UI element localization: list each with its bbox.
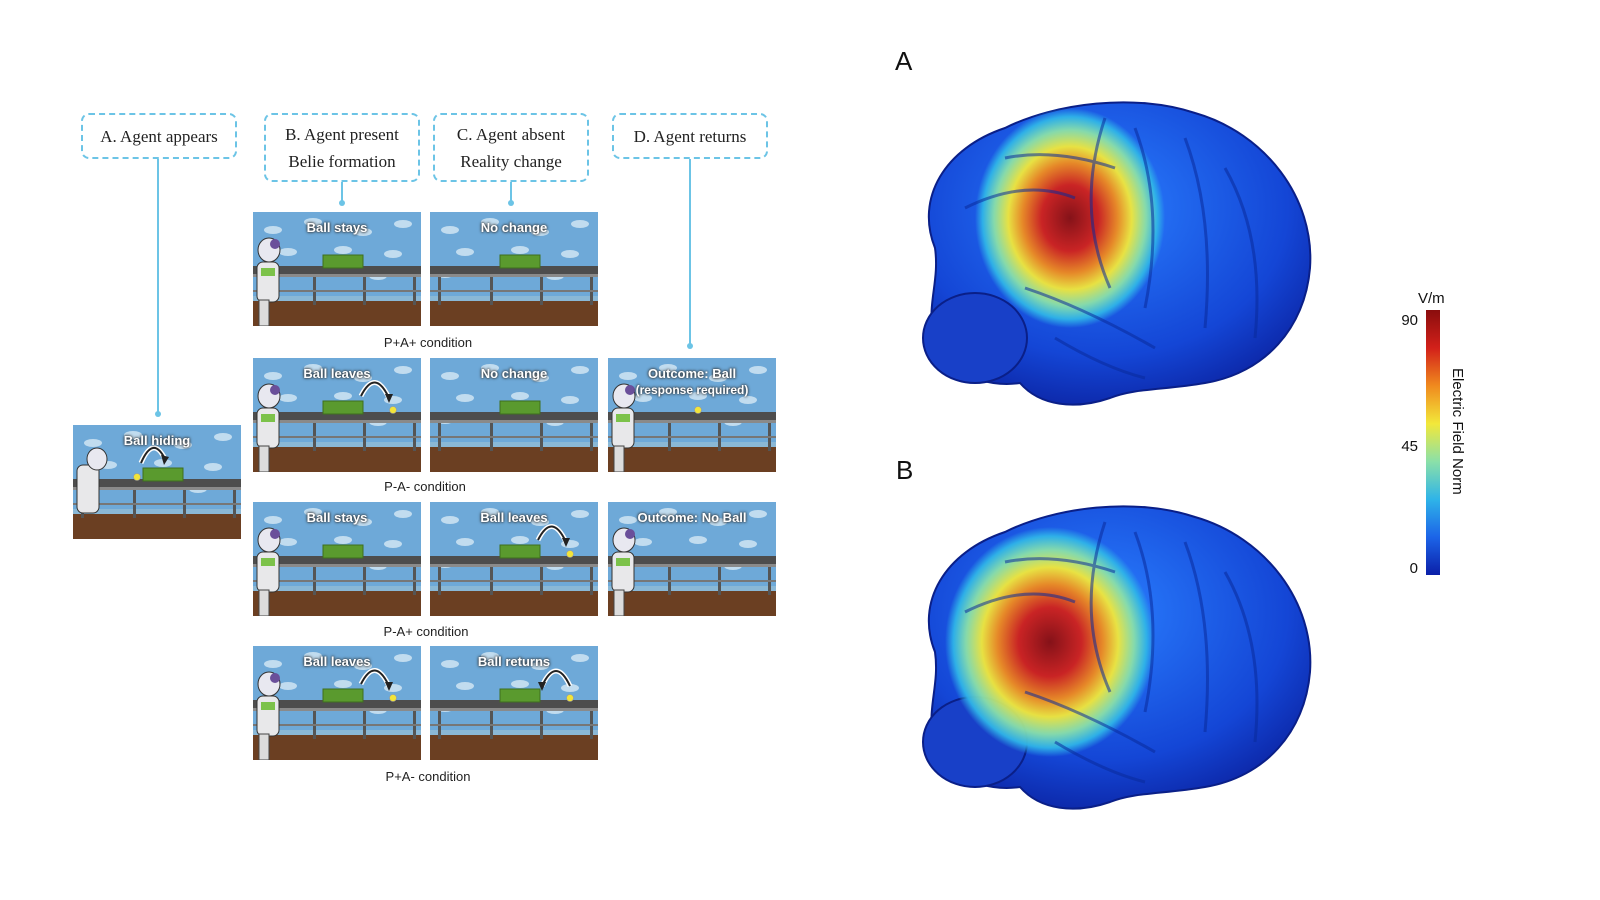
panel-r1-no-change: No change <box>430 212 598 326</box>
scene-illustration <box>253 652 421 760</box>
scene-illustration <box>253 364 421 472</box>
header-a-line1: A. Agent appears <box>100 126 218 146</box>
colorbar-tick-45: 45 <box>1401 438 1418 455</box>
panel-r3-ball-stays: Ball stays <box>253 502 421 616</box>
panel-r3-ball-leaves: Ball leaves <box>430 502 598 616</box>
header-c-line1: C. Agent absent <box>456 124 566 144</box>
header-b-line2: Belie formation <box>288 151 396 171</box>
panel-label: Ball leaves <box>303 654 371 669</box>
connector-c-dot <box>508 200 514 206</box>
colorbar-tick-0: 0 <box>1409 560 1418 577</box>
panel-label: No change <box>480 366 548 381</box>
panel-r3-outcome-no-ball: Outcome: No Ball <box>608 502 776 616</box>
connector-b <box>341 182 343 203</box>
brain-model-b <box>922 505 1312 810</box>
scene-illustration <box>430 508 598 616</box>
colorbar-tick-90: 90 <box>1401 312 1418 329</box>
header-c-line2: Reality change <box>460 151 562 171</box>
panel-r2-no-change: No change <box>430 358 598 472</box>
outcome-main: Outcome: Ball <box>647 366 737 381</box>
scene-illustration <box>608 364 776 472</box>
panel-label: Ball stays <box>306 220 368 235</box>
header-agent-appears: A. Agent appears <box>81 113 237 159</box>
panel-label: Ball leaves <box>480 510 548 525</box>
panel-label: Outcome: Ball (response required) <box>608 366 776 398</box>
panel-r4-ball-returns: Ball returns <box>430 646 598 760</box>
panel-label: Outcome: No Ball <box>637 510 747 525</box>
condition-label-3: P-A+ condition <box>383 624 469 639</box>
connector-d-dot <box>687 343 693 349</box>
panel-label: Ball stays <box>306 510 368 525</box>
panel-r1-ball-stays: Ball stays <box>253 212 421 326</box>
condition-label-4: P+A- condition <box>385 769 471 784</box>
header-b-line1: B. Agent present <box>285 124 399 144</box>
scene-illustration <box>253 508 421 616</box>
condition-label-1: P+A+ condition <box>383 335 473 350</box>
brain-label-a: A <box>895 46 913 76</box>
panel-r2-ball-leaves: Ball leaves <box>253 358 421 472</box>
colorbar-title: Electric Field Norm <box>1449 368 1466 495</box>
scene-illustration <box>430 652 598 760</box>
header-agent-present: B. Agent present Belie formation <box>264 113 420 182</box>
condition-label-2: P-A- condition <box>384 479 466 494</box>
connector-a-dot <box>155 411 161 417</box>
connector-b-dot <box>339 200 345 206</box>
header-agent-absent: C. Agent absent Reality change <box>433 113 589 182</box>
scene-illustration <box>608 508 776 616</box>
connector-c <box>510 182 512 203</box>
scene-illustration <box>430 218 598 326</box>
panel-label: Ball hiding <box>123 433 191 448</box>
panel-r4-ball-leaves: Ball leaves <box>253 646 421 760</box>
scene-illustration <box>430 364 598 472</box>
connector-d <box>689 159 691 346</box>
scene-illustration <box>73 431 241 539</box>
brain-model-a <box>922 101 1312 406</box>
header-d-line1: D. Agent returns <box>633 126 747 146</box>
header-agent-returns: D. Agent returns <box>612 113 768 159</box>
panel-ball-hiding: Ball hiding <box>73 425 241 539</box>
panel-label: Ball returns <box>477 654 551 669</box>
colorbar-gradient <box>1426 310 1440 575</box>
colorbar-unit: V/m <box>1418 290 1445 307</box>
panel-label: No change <box>480 220 548 235</box>
brain-label-b: B <box>896 455 914 485</box>
panel-label: Ball leaves <box>303 366 371 381</box>
outcome-sub: (response required) <box>635 383 749 397</box>
panel-r2-outcome-ball: Outcome: Ball (response required) <box>608 358 776 472</box>
scene-illustration <box>253 218 421 326</box>
connector-a <box>157 159 159 414</box>
